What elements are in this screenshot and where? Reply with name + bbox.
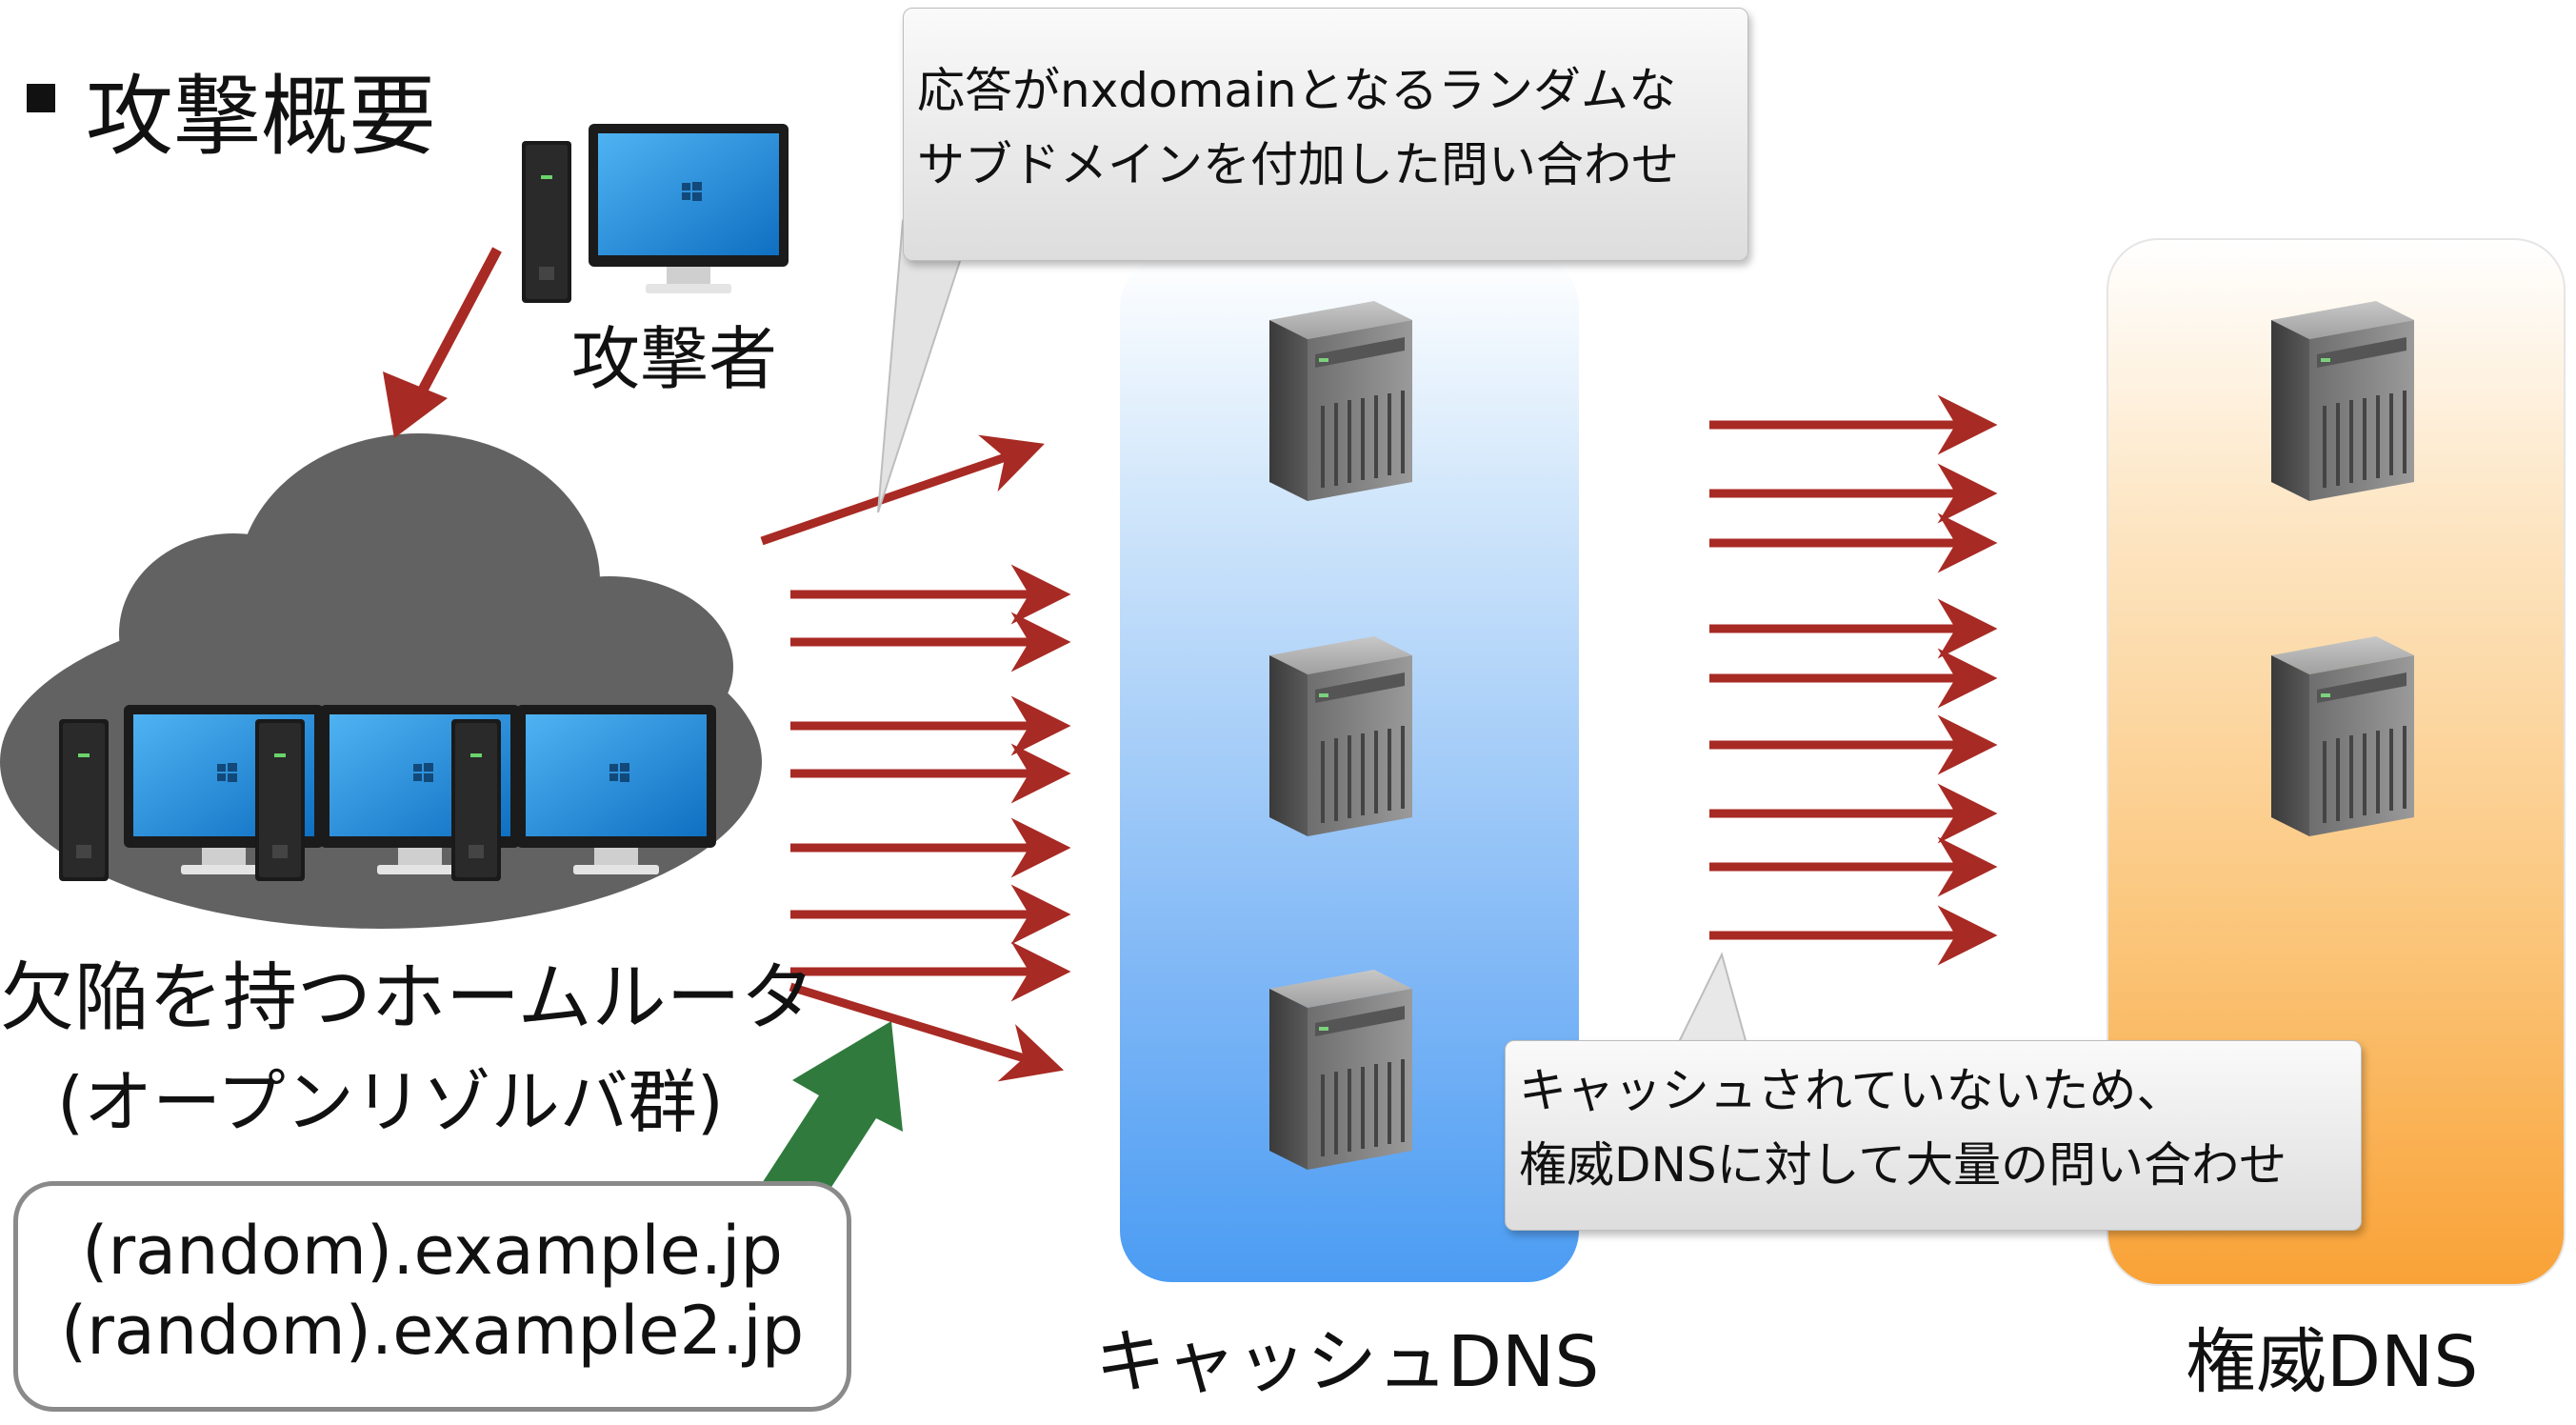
bullet	[27, 84, 55, 112]
attacker-to-routers-arrow	[383, 247, 502, 438]
domain-box: (random).example.jp (random).example2.jp	[13, 1181, 851, 1412]
flood-arrows	[1709, 394, 1998, 966]
query-arrow	[760, 434, 1045, 546]
slide-heading: 攻撃概要	[86, 66, 437, 168]
router-label: 欠陥を持つホームルータ	[0, 955, 815, 1041]
server-icon	[1268, 968, 1414, 1172]
input-arrow	[745, 1021, 903, 1233]
callout-text: 権威DNSに対して大量の問い合わせ	[1519, 1136, 2287, 1193]
query-callout: 応答がnxdomainとなるランダムな サブドメインを付加した問い合わせ	[903, 8, 1748, 261]
authoritative-dns-label: 権威DNS	[2186, 1321, 2479, 1403]
query-arrow	[789, 982, 1065, 1082]
server-icon	[1268, 299, 1414, 503]
server-icon	[2269, 299, 2416, 503]
cache-servers	[1268, 299, 1414, 1172]
callout-text: サブドメインを付加した問い合わせ	[917, 136, 1679, 192]
authoritative-servers	[2269, 299, 2416, 838]
domain-item: (random).example.jp	[82, 1212, 783, 1290]
cache-dns-label: キャッシュDNS	[1095, 1321, 1600, 1403]
attacker-label: 攻撃者	[571, 319, 778, 399]
server-icon	[1268, 634, 1414, 838]
router-sublabel: (オープンリゾルバ群)	[57, 1062, 724, 1142]
domain-item: (random).example2.jp	[60, 1292, 805, 1370]
flood-callout: キャッシュされていないため、 権威DNSに対して大量の問い合わせ	[1505, 1040, 2362, 1231]
server-icon	[2269, 634, 2416, 838]
query-arrows	[760, 434, 1071, 1082]
callout-text: キャッシュされていないため、	[1519, 1063, 2185, 1118]
callout-text: 応答がnxdomainとなるランダムな	[917, 63, 1677, 118]
